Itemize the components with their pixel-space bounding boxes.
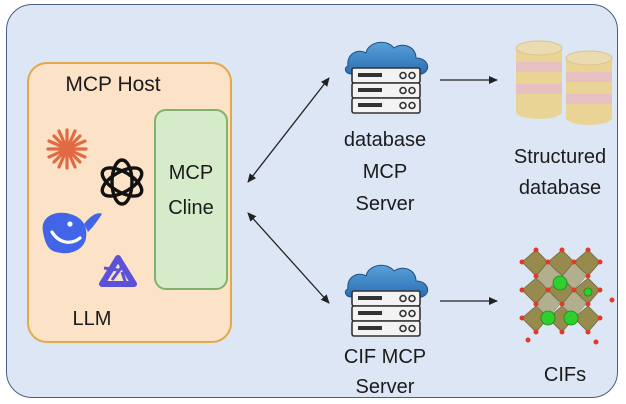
- openai-icon: [100, 158, 144, 206]
- server-cloud-icon: [344, 41, 429, 114]
- arrow-cline-to-cif-server: [247, 212, 330, 304]
- structured-db-label-line2: database: [518, 177, 602, 199]
- llm-label: LLM: [72, 308, 112, 330]
- deepseek-icon: [42, 212, 102, 254]
- db-server-label-line3: Server: [355, 193, 415, 215]
- qwen-icon: [99, 255, 137, 287]
- db-server-label-line2: MCP: [362, 161, 408, 183]
- cline-label-line2: Cline: [168, 197, 214, 219]
- database-icon: [515, 40, 613, 125]
- mcp-cline-box: [154, 109, 228, 290]
- anthropic-icon: [46, 128, 88, 170]
- cline-label-line1: MCP: [168, 162, 214, 184]
- cifs-label: CIFs: [543, 364, 587, 386]
- cif-server-label-line1: CIF MCP: [343, 346, 427, 368]
- server-cloud-icon: [344, 264, 429, 337]
- cif-server-label-line2: Server: [355, 376, 415, 398]
- mcp-host-label: MCP Host: [65, 73, 161, 96]
- db-server-label-line1: database: [343, 129, 427, 151]
- crystal-structure-icon: [519, 247, 615, 345]
- arrow-cline-to-db-server: [247, 77, 330, 183]
- structured-db-label-line1: Structured: [513, 146, 607, 168]
